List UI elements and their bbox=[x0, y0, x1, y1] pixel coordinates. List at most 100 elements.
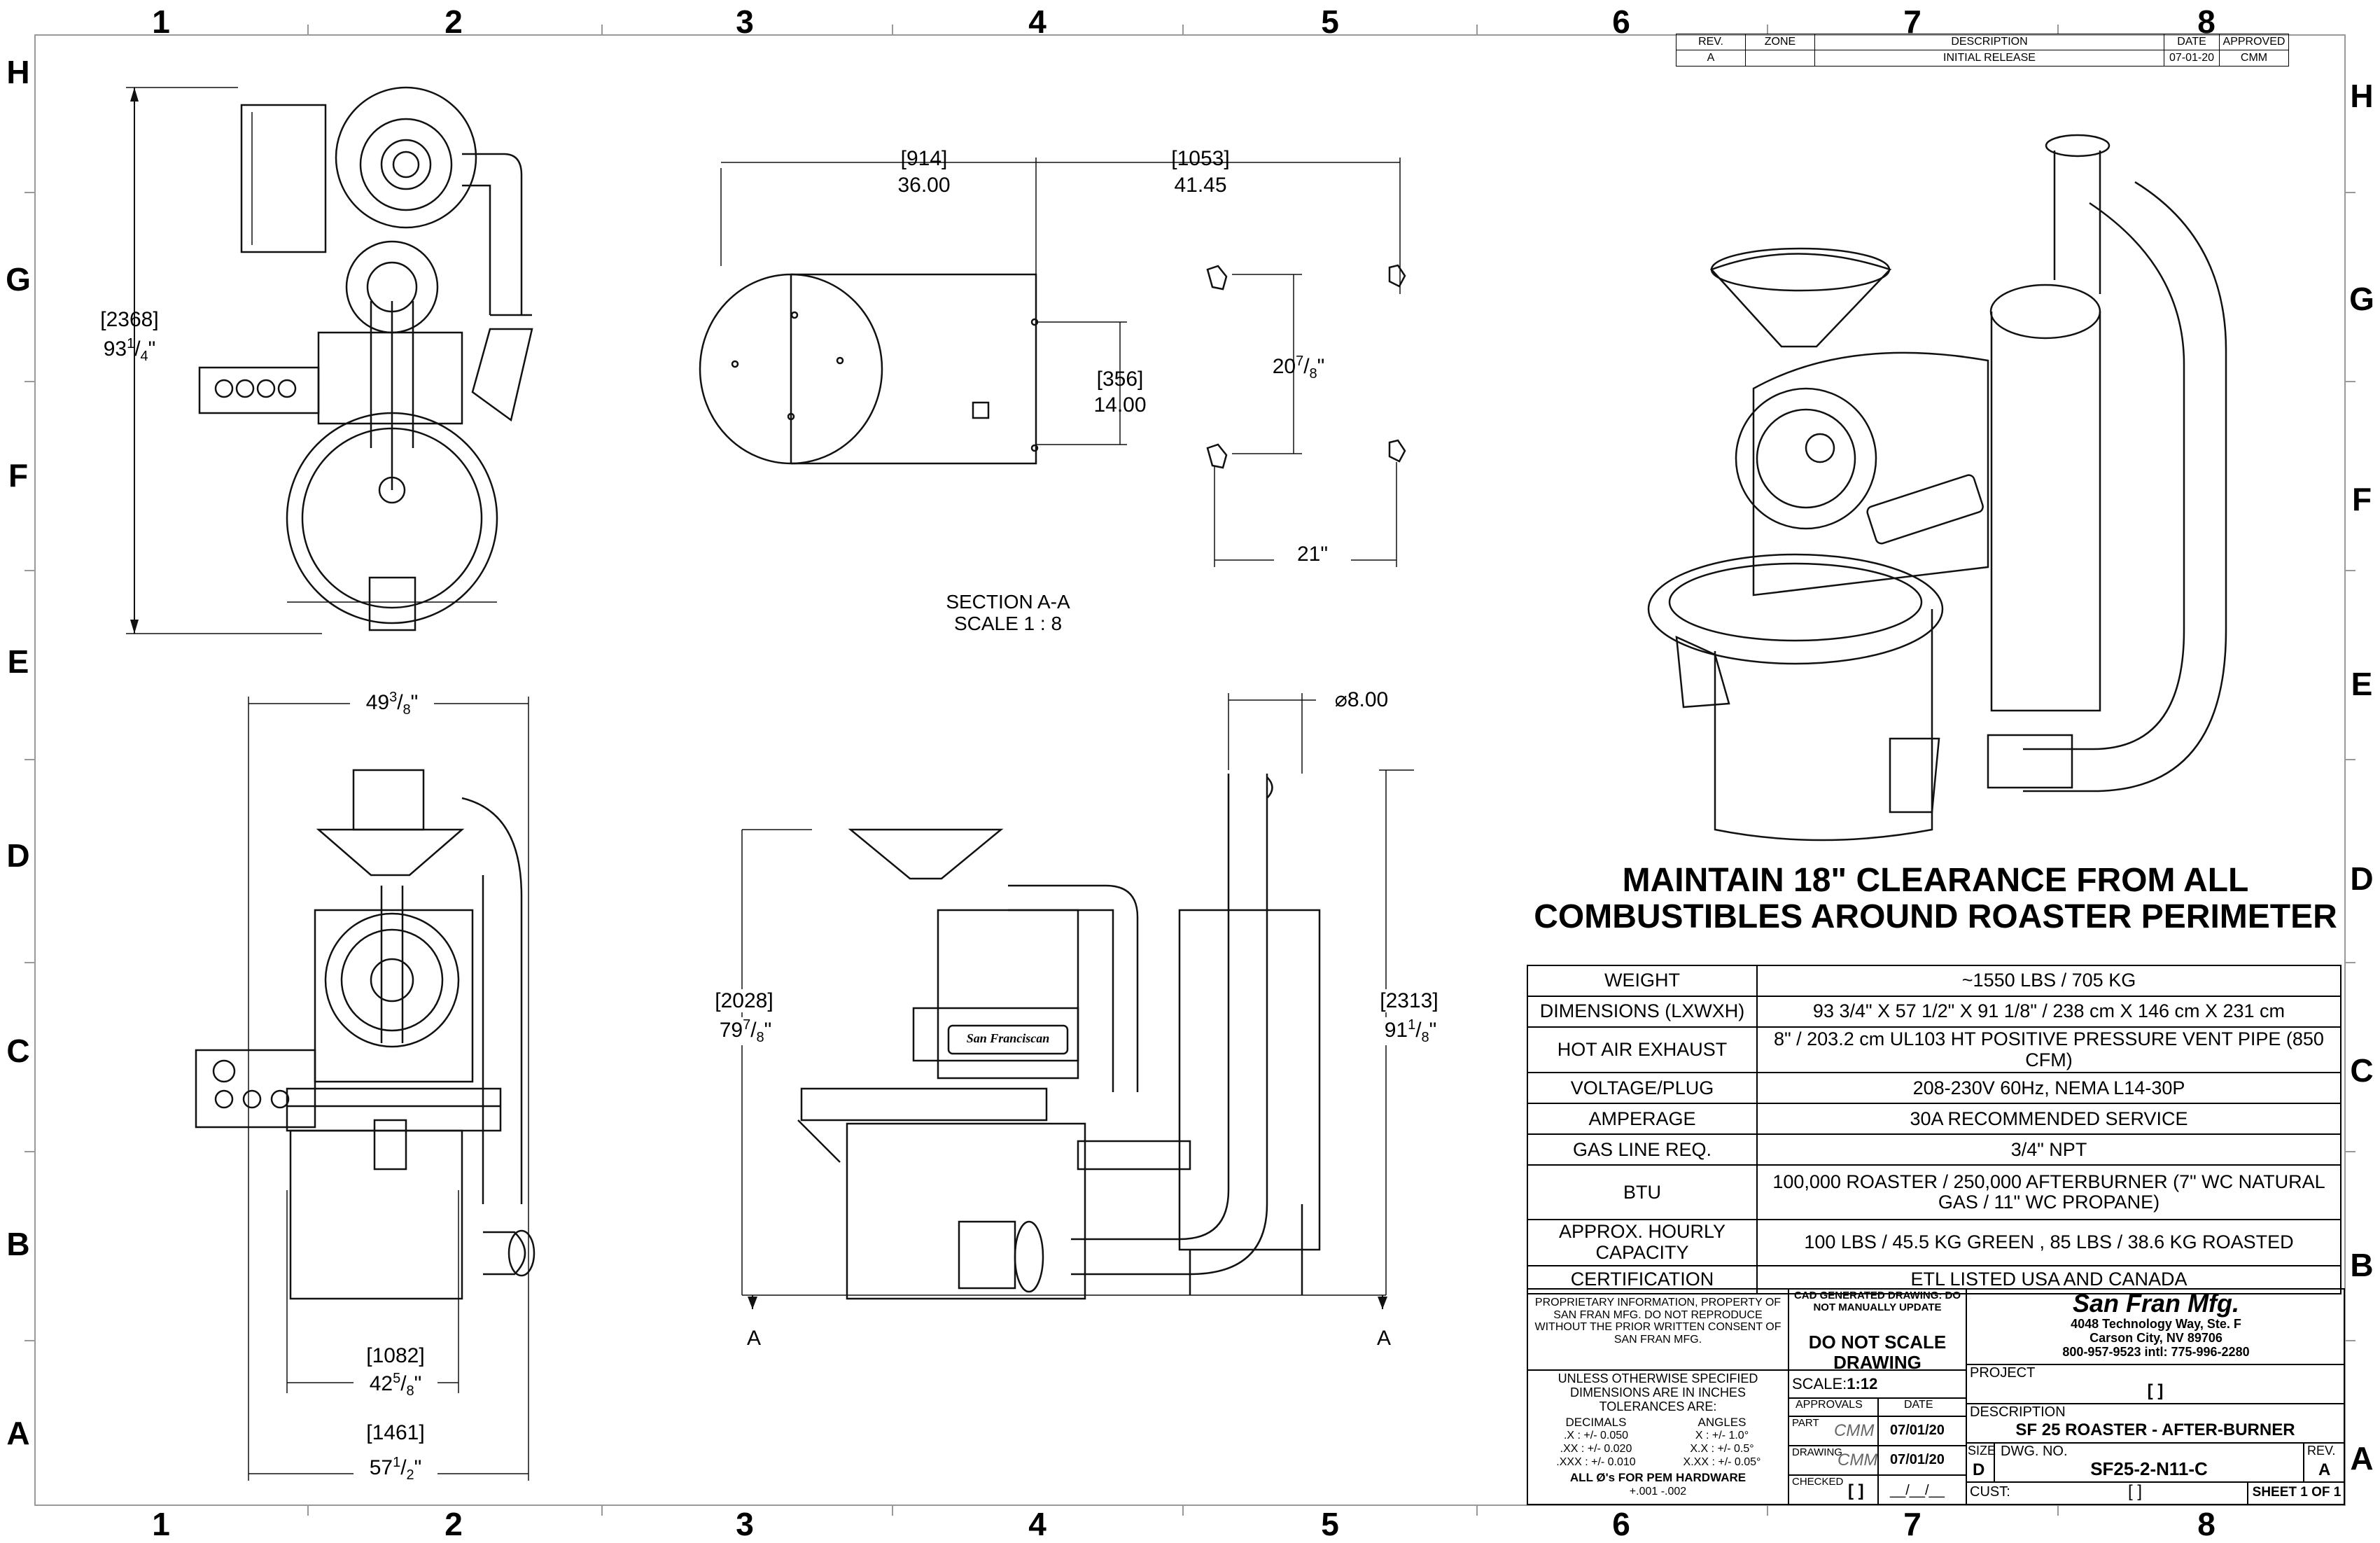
part-label: PART bbox=[1792, 1417, 1819, 1429]
zone-column-7-bottom: 7 bbox=[1903, 1506, 1921, 1542]
section-label-line2: SCALE 1 : 8 bbox=[953, 612, 1063, 634]
company-phone: 800-957-9523 intl: 775-996-2280 bbox=[2062, 1345, 2250, 1359]
dwg-number: SF25-2-N11-C bbox=[2090, 1458, 2208, 1479]
rev-cell-description: INITIAL RELEASE bbox=[1814, 50, 2164, 67]
spec-label: AMPERAGE bbox=[1527, 1103, 1758, 1136]
zone-column-3-bottom: 3 bbox=[736, 1506, 754, 1542]
dim-side-total-in: 911/8" bbox=[1368, 1017, 1452, 1045]
dim-section-height-in: 14.00 bbox=[1093, 393, 1147, 417]
spec-label: HOT AIR EXHAUST bbox=[1527, 1026, 1758, 1074]
zone-column-5: 5 bbox=[1321, 4, 1339, 40]
dim-front-base-mm: [1082] bbox=[366, 1344, 425, 1367]
zone-row-e-right: E bbox=[2351, 666, 2373, 702]
pem-note: ALL Ø's FOR PEM HARDWARE bbox=[1569, 1471, 1746, 1484]
top-view bbox=[126, 86, 533, 634]
rev-header-zone: ZONE bbox=[1745, 34, 1815, 50]
decimals-label: DECIMALS bbox=[1565, 1416, 1627, 1429]
tolerance-3: .XXX : +/- 0.010 bbox=[1556, 1456, 1636, 1468]
approvals-label: APPROVALS bbox=[1795, 1399, 1863, 1411]
scale-label: SCALE: bbox=[1792, 1375, 1847, 1392]
dim-feet-width: 21" bbox=[1274, 543, 1351, 566]
dim-section-height-mm: [356] bbox=[1096, 368, 1144, 391]
zone-row-d-right: D bbox=[2350, 860, 2374, 897]
dim-section-total-mm: [1053] bbox=[1171, 147, 1230, 170]
size-label: SIZE bbox=[1968, 1444, 1996, 1458]
spec-label: BTU bbox=[1527, 1164, 1758, 1221]
section-marker-left: A bbox=[746, 1327, 761, 1350]
dim-section-width-mm: [914] bbox=[900, 147, 948, 170]
dim-side-total-den: 8 bbox=[1421, 1030, 1429, 1045]
rev-header-rev: REV. bbox=[1676, 34, 1746, 50]
date-label: DATE bbox=[1904, 1399, 1933, 1411]
section-marker-right: A bbox=[1376, 1327, 1391, 1350]
description-value: SF 25 ROASTER - AFTER-BURNER bbox=[2015, 1420, 2295, 1439]
tolerance-1: .X : +/- 0.050 bbox=[1563, 1430, 1629, 1441]
drawing-approver: CMM bbox=[1837, 1451, 1878, 1469]
dim-front-width: 493/8" bbox=[350, 690, 434, 718]
zone-row-f: F bbox=[8, 457, 29, 494]
section-label: SECTION A-A SCALE 1 : 8 bbox=[903, 591, 1113, 635]
drawing-date: 07/01/20 bbox=[1890, 1452, 1945, 1467]
part-approver: CMM bbox=[1834, 1421, 1875, 1440]
company-address1: 4048 Technology Way, Ste. F bbox=[2071, 1317, 2241, 1331]
warning-line2: COMBUSTIBLES AROUND ROASTER PERIMETER bbox=[1534, 898, 2337, 935]
rev-cell-approved: CMM bbox=[2219, 50, 2289, 67]
company-address2: Carson City, NV 89706 bbox=[2090, 1331, 2222, 1345]
dim-exhaust-diameter: ⌀8.00 bbox=[1334, 688, 1389, 711]
spec-label: GAS LINE REQ. bbox=[1527, 1133, 1758, 1166]
scale-field: SCALE:1:12 bbox=[1792, 1375, 1877, 1393]
spec-value: 93 3/4" X 57 1/2" X 91 1/8" / 238 cm X 1… bbox=[1756, 996, 2342, 1028]
zone-row-h: H bbox=[6, 54, 30, 90]
section-label-line1: SECTION A-A bbox=[946, 591, 1070, 613]
rev-cell-rev: A bbox=[1676, 50, 1746, 67]
spec-value: ~1550 LBS / 705 KG bbox=[1756, 965, 2342, 997]
angles-label: ANGLES bbox=[1698, 1416, 1746, 1429]
dwg-label: DWG. NO. bbox=[2001, 1444, 2068, 1459]
do-not-scale-text: DO NOT SCALE DRAWING bbox=[1808, 1332, 1947, 1373]
dim-section-width-in: 36.00 bbox=[897, 174, 951, 197]
dim-feet-num: 7 bbox=[1296, 354, 1304, 369]
clearance-warning: MAINTAIN 18" CLEARANCE FROM ALL COMBUSTI… bbox=[1526, 863, 2345, 935]
zone-column-8-bottom: 8 bbox=[2197, 1506, 2216, 1542]
spec-label: WEIGHT bbox=[1527, 965, 1758, 997]
spec-label: APPROX. HOURLY CAPACITY bbox=[1527, 1219, 1758, 1266]
spec-row: DIMENSIONS (LXWXH)93 3/4" X 57 1/2" X 91… bbox=[1527, 996, 2342, 1028]
checked-date: __/__/__ bbox=[1890, 1483, 1945, 1498]
angle-tol-3: X.XX : +/- 0.05° bbox=[1683, 1456, 1761, 1468]
zone-row-h-right: H bbox=[2350, 78, 2374, 114]
project-label: PROJECT bbox=[1970, 1365, 2036, 1381]
spec-value: 3/4" NPT bbox=[1756, 1133, 2342, 1166]
project-value: [ ] bbox=[2147, 1381, 2164, 1400]
section-a-a bbox=[699, 158, 1401, 465]
scale-value: 1:12 bbox=[1847, 1375, 1878, 1392]
dim-feet-height: 207/8" bbox=[1272, 354, 1325, 382]
part-date: 07/01/20 bbox=[1890, 1423, 1945, 1438]
rev-value: A bbox=[2318, 1460, 2331, 1479]
dim-front-den: 8 bbox=[402, 702, 411, 718]
dim-front-total-den: 2 bbox=[406, 1467, 414, 1483]
rev-header-approved: APPROVED bbox=[2219, 34, 2289, 50]
spec-value: 30A RECOMMENDED SERVICE bbox=[1756, 1103, 2342, 1136]
angle-tol-1: X : +/- 1.0° bbox=[1695, 1430, 1749, 1441]
cad-generated-text: CAD GENERATED DRAWING: DO NOT MANUALLY U… bbox=[1793, 1290, 1961, 1313]
zone-row-a-right: A bbox=[2350, 1440, 2374, 1476]
zone-row-g: G bbox=[6, 261, 31, 298]
company-name: San Fran Mfg. bbox=[2072, 1289, 2239, 1318]
dim-overall-height-in: 931/4" bbox=[103, 336, 156, 364]
dim-section-total-in: 41.45 bbox=[1174, 174, 1227, 197]
side-nameplate: San Franciscan bbox=[966, 1031, 1050, 1045]
dim-side-total-mm: [2313] bbox=[1371, 989, 1448, 1012]
dim-side-num: 7 bbox=[743, 1017, 751, 1033]
zone-column-6: 6 bbox=[1612, 4, 1630, 40]
title-block-sheet-cell bbox=[2247, 1481, 2345, 1505]
dim-front-total-mm: [1461] bbox=[366, 1421, 425, 1444]
zone-column-3: 3 bbox=[736, 4, 754, 40]
rev-cell-zone bbox=[1745, 50, 1815, 67]
zone-row-b-right: B bbox=[2350, 1247, 2374, 1283]
spec-row: GAS LINE REQ.3/4" NPT bbox=[1527, 1133, 2342, 1166]
